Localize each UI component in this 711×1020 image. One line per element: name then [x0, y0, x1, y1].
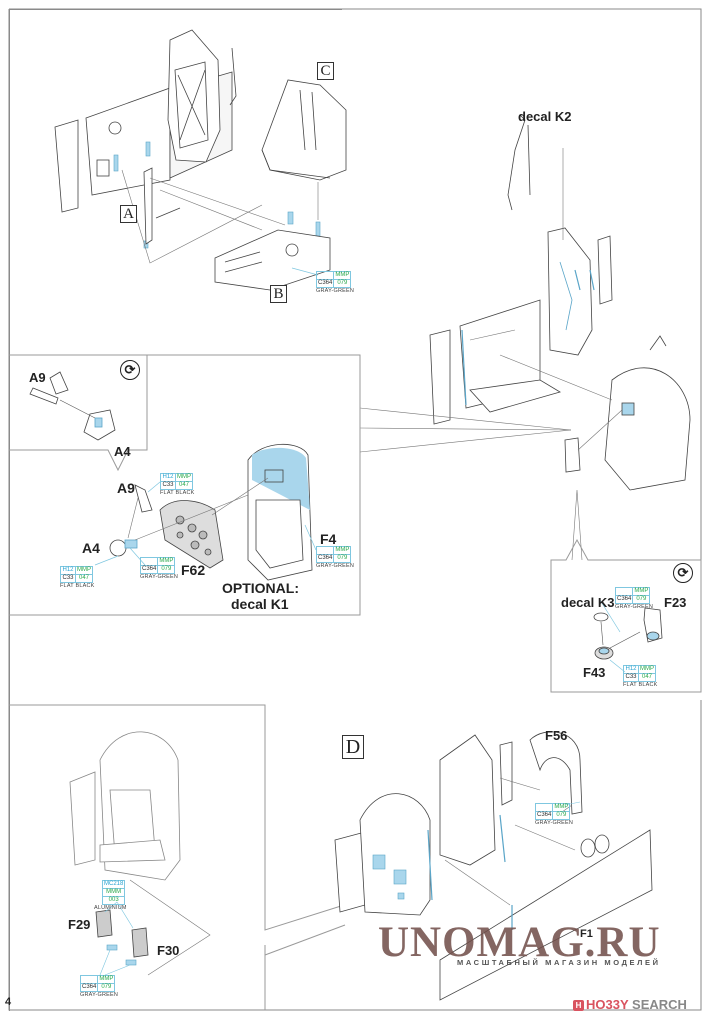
- cockpit-sidewall-art: [54, 29, 237, 213]
- decal-k1-label: decal K1: [231, 596, 289, 612]
- step-a-marker: A: [120, 205, 137, 223]
- rotate-icon: ⟳: [673, 563, 693, 583]
- step-b-marker: B: [270, 285, 287, 303]
- a9-label: A9: [117, 480, 135, 496]
- assembled-cockpit-art: [429, 114, 691, 491]
- f43-label: F43: [583, 665, 606, 680]
- seat-art: [261, 79, 347, 181]
- a9-inset-label: A9: [29, 370, 46, 385]
- step-d-marker: D: [342, 735, 364, 759]
- a9-a4-detail-art: [29, 371, 116, 441]
- hobby-search-badge-icon: H: [573, 1000, 584, 1011]
- paint-callout-aluminium: MC218 MMM 003 ALUMINIUM: [94, 880, 127, 911]
- f29-f30-art: [95, 909, 149, 958]
- f62-label: F62: [181, 562, 206, 578]
- decal-k2-label: decal K2: [518, 109, 572, 124]
- f29-label: F29: [68, 917, 91, 932]
- f56-label: F56: [545, 728, 568, 743]
- f23-f43-art: [593, 607, 663, 660]
- bulkhead-art: [247, 443, 313, 581]
- instrument-panel-art: [159, 500, 224, 569]
- optional-label: OPTIONAL:: [222, 580, 299, 596]
- bulkhead-detail-art: [69, 731, 181, 881]
- f1-label: F1: [580, 928, 593, 940]
- page-number: 4: [5, 996, 12, 1008]
- a4-label: A4: [82, 540, 100, 556]
- frame-top-right: [9, 8, 702, 342]
- watermark-title: UNOMAG.RU: [378, 919, 661, 966]
- f23-label: F23: [664, 595, 687, 610]
- step-c-marker: C: [317, 62, 334, 80]
- floor-art: [214, 229, 331, 291]
- final-assembly-art: [334, 731, 653, 1001]
- f30-label: F30: [157, 943, 180, 958]
- control-column-art: [143, 167, 181, 245]
- a4-inset-label: A4: [114, 444, 131, 459]
- f4-label: F4: [320, 531, 337, 547]
- decal-k3-label: decal K3: [561, 595, 615, 610]
- watermark-subtitle: МАСШТАБНЫЙ МАГАЗИН МОДЕЛЕЙ: [457, 958, 661, 967]
- rotate-icon: ⟳: [120, 360, 140, 380]
